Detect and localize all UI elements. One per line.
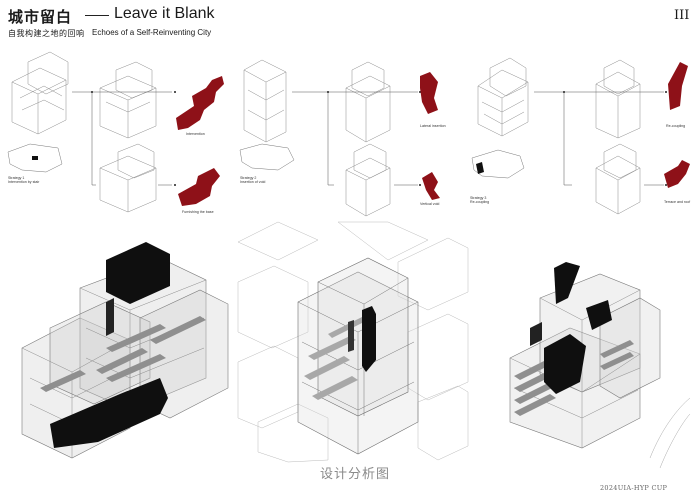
strategy-label-3: Strategy 3 Re-coupling [470,196,490,205]
red-intervention-top-3 [668,62,688,110]
subtitle-english: Echoes of a Self-Reinventing City [92,28,212,37]
red-intervention-bottom-3 [664,160,690,188]
black-volume-core [362,306,376,372]
subtitle-chinese: 自我构建之地的回响 [8,29,85,38]
strategy-label-1: Strategy 1 Intervention by stair [8,176,40,185]
black-volume-tower [554,262,580,304]
axon-large-right [509,262,691,469]
title-english: Leave it Blank [114,5,215,22]
red-label-top-2: Lateral insertion [420,124,446,128]
black-volume-mid [544,334,586,394]
red-intervention-top-2 [420,72,438,114]
red-label-bottom-2: Vertical void [420,202,440,206]
strategy-panel-1 [7,51,224,213]
strategy-panel-2 [239,59,440,217]
black-volume-base [50,378,168,448]
red-label-bottom-1: Furnishing the base [182,210,214,214]
black-volume-roof [106,242,170,304]
red-label-top-1: Intervention [186,132,205,136]
red-intervention-top-1 [176,76,224,130]
page-number: III [674,8,690,23]
competition-label: 2024UIA-HYP CUP [600,484,668,492]
red-intervention-bottom-1 [178,168,220,206]
strategy-panel-3 [471,57,690,215]
red-label-top-3: Re-coupling [666,124,686,128]
title-chinese: 城市留白 [8,8,73,26]
watermark: 设计分析图 [320,467,391,482]
red-label-bottom-3: Terrace and roof [664,200,691,204]
axon-large-left [21,242,229,459]
red-intervention-bottom-2 [422,172,440,200]
strategy-label-2: Strategy 2 Insertion of void [240,176,266,185]
title-divider [85,15,109,16]
axon-large-center [237,221,469,463]
